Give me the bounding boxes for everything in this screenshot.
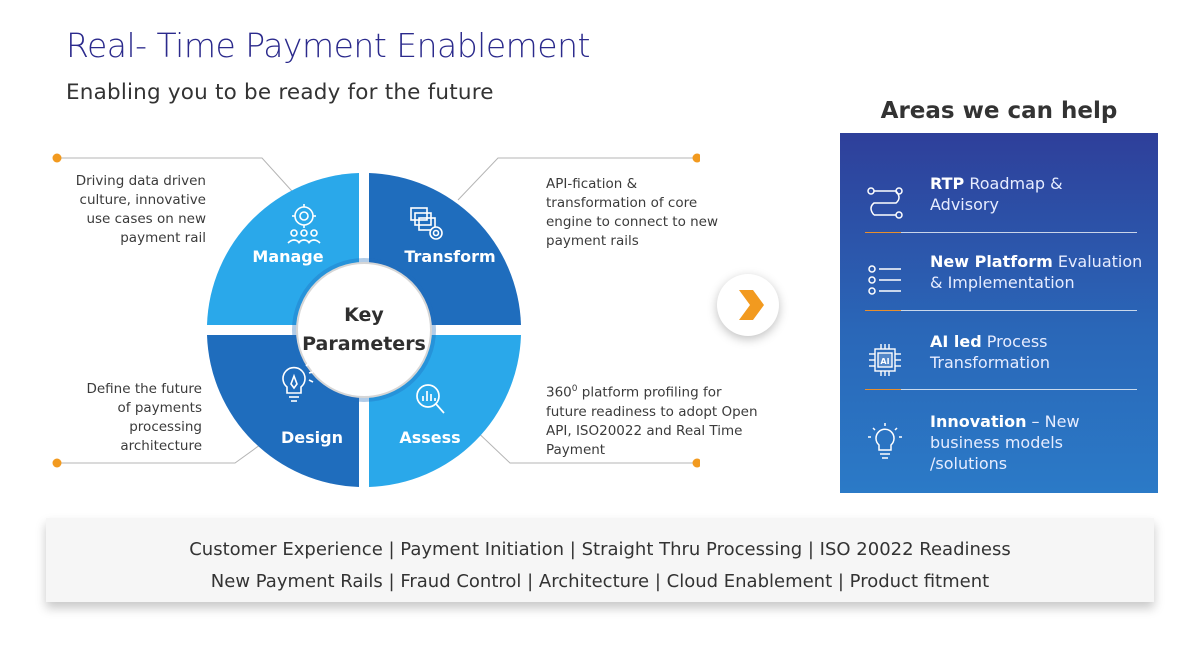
center-circle xyxy=(296,262,432,398)
help-divider xyxy=(865,389,1137,390)
help-item-rtp-text: RTP Roadmap & Advisory xyxy=(930,174,1063,214)
roadmap-path-icon xyxy=(867,187,903,219)
help-item-innovation: Innovation – New business models /soluti… xyxy=(840,405,1158,491)
help-title: Areas we can help xyxy=(880,98,1118,124)
segment-label-assess: Assess xyxy=(399,428,460,447)
help-item-new-platform: New Platform Evaluation & Implementation xyxy=(840,245,1158,323)
lightbulb-pen-icon xyxy=(282,362,314,402)
svg-text:AI: AI xyxy=(880,357,889,366)
capabilities-bar: Customer Experience | Payment Initiation… xyxy=(46,518,1154,602)
team-gear-icon xyxy=(287,204,321,244)
capabilities-line-1: Customer Experience | Payment Initiation… xyxy=(189,539,1011,560)
help-item-rtp: RTP Roadmap & Advisory xyxy=(840,167,1158,245)
center-label-line2: Parameters xyxy=(302,333,426,355)
help-divider xyxy=(865,310,1137,311)
page-title: Real- Time Payment Enablement xyxy=(66,26,590,65)
windows-gear-icon xyxy=(410,207,443,240)
segment-label-design: Design xyxy=(281,428,343,447)
center-label-line1: Key xyxy=(344,304,384,326)
checklist-icon xyxy=(868,265,901,295)
help-item-ai-led: AI AI led Process Transformation xyxy=(840,325,1158,403)
segment-label-transform: Transform xyxy=(404,247,495,266)
lightbulb-icon xyxy=(868,423,902,459)
help-item-innovation-text: Innovation – New business models /soluti… xyxy=(930,412,1080,473)
chevron-right-icon xyxy=(739,290,764,320)
page-subtitle: Enabling you to be ready for the future xyxy=(66,80,494,105)
help-item-ai-led-text: AI led Process Transformation xyxy=(930,332,1051,372)
transform-description: API-fication & transformation of core en… xyxy=(546,176,719,249)
design-description: Define the future of payments processing… xyxy=(86,381,202,454)
assess-description: 3600 platform profiling for future readi… xyxy=(546,384,758,458)
magnifier-chart-icon xyxy=(416,384,445,414)
segment-label-manage: Manage xyxy=(252,247,323,266)
help-panel: RTP Roadmap & Advisory New Platform Eval… xyxy=(840,133,1158,493)
key-parameters-diagram: Key Parameters Manage Transform xyxy=(0,140,758,500)
next-arrow-button[interactable] xyxy=(717,274,779,336)
ai-chip-icon: AI xyxy=(869,344,901,376)
help-divider xyxy=(865,232,1137,233)
help-item-new-platform-text: New Platform Evaluation & Implementation xyxy=(930,252,1143,292)
manage-description: Driving data driven culture, innovative … xyxy=(75,173,206,246)
connector-dots xyxy=(52,153,700,468)
capabilities-line-2: New Payment Rails | Fraud Control | Arch… xyxy=(210,571,990,592)
